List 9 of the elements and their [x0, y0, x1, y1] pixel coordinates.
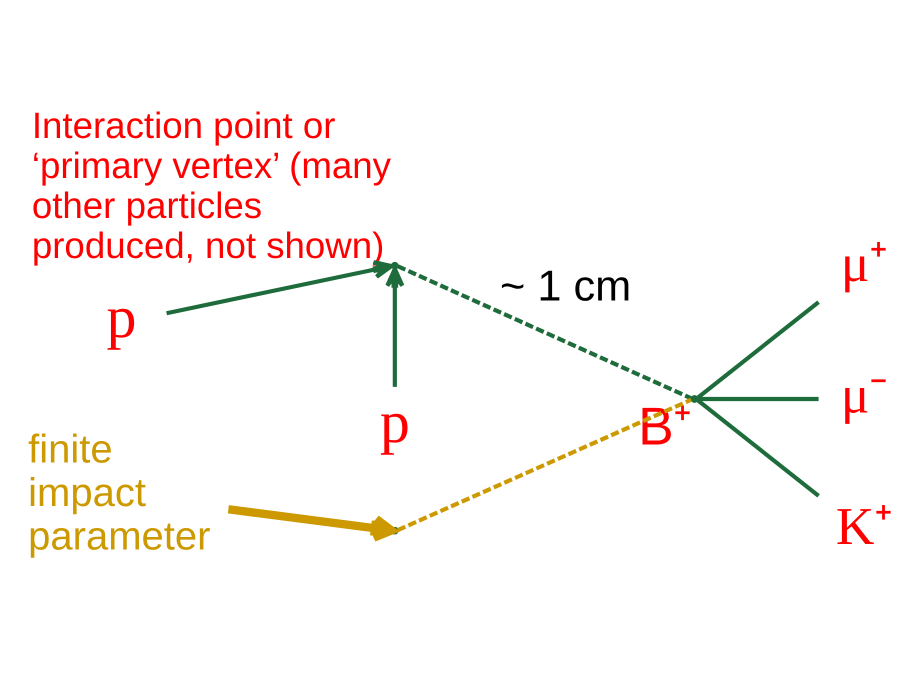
node-text: K⁺	[836, 496, 892, 556]
node-label: Interaction point or ‘primary vertex’ (many other particles produced, not shown)	[32, 104, 391, 266]
node-text: μ⁻	[840, 364, 888, 424]
node-text: p	[380, 388, 410, 454]
edge-label: ~ 1 cm	[500, 262, 632, 310]
node-text: finite impact parameter	[28, 427, 210, 558]
node-text: μ⁺	[840, 232, 888, 292]
node-label: B⁺	[638, 397, 692, 456]
node-text: p	[106, 284, 136, 350]
